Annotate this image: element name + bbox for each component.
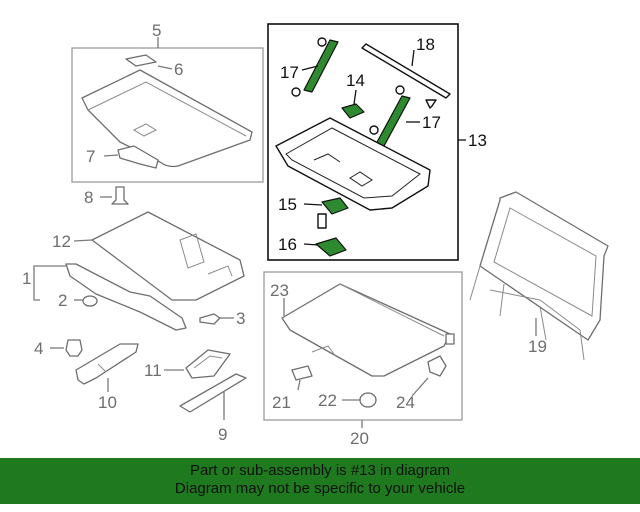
group-5: 5 6 7 [71,21,264,183]
part-1-rail [65,263,187,331]
part-15-bracket [321,197,349,215]
part-11-pocket [185,349,231,379]
part-18-rod [361,43,451,99]
callout-24: 24 [396,393,415,412]
info-banner: Part or sub-assembly is #13 in diagram D… [0,458,640,504]
part-2-grommet [82,295,98,307]
part-17-strip-right [375,95,411,147]
callout-16: 16 [278,235,297,254]
callout-13: 13 [468,131,487,150]
part-20-cover [281,283,451,377]
part-17-strip-left [303,39,339,93]
banner-line-1: Part or sub-assembly is #13 in diagram [189,462,451,479]
part-7-bracket [117,145,159,169]
cargo-floor-board [81,69,253,168]
part-12-trim-panel [91,211,245,301]
callout-7: 7 [86,147,95,166]
part-13-bolt [317,213,327,229]
group-13-frame [267,23,459,261]
lower-left-parts: 8 12 1 2 3 4 10 11 [22,186,247,444]
callout-6: 6 [174,60,183,79]
group-20-frame [263,271,463,421]
part-4-clip [65,339,83,357]
callout-21: 21 [272,393,291,412]
part-19-net-frame [479,191,609,341]
callout-15: 15 [278,195,297,214]
part-22-knob [359,392,377,408]
part-9-rail [179,373,247,413]
callout-17-right: 17 [422,113,441,132]
callout-8: 8 [84,188,93,207]
callout-11: 11 [144,361,162,380]
callout-10: 10 [98,393,117,412]
group-13: 13 17 18 14 17 15 [267,23,487,261]
part-19: 19 [469,191,609,361]
part-14-clip [341,103,365,119]
callout-17-left: 17 [280,63,299,82]
part-10-bracket [75,343,139,385]
callout-14: 14 [346,71,365,90]
callout-18: 18 [416,35,435,54]
part-24-bracket [427,355,447,377]
callout-19: 19 [528,337,547,356]
banner-line-2: Diagram may not be specific to your vehi… [174,480,466,497]
part-16-bracket [315,237,347,257]
part-8-bolt [111,186,129,205]
callout-9: 9 [218,425,227,444]
callout-5: 5 [152,21,161,40]
part-21-clip [291,365,313,381]
callout-20: 20 [350,429,369,448]
callout-23: 23 [270,281,289,300]
part-6-plate [125,54,157,67]
callout-12: 12 [52,232,71,251]
part-3-screw [199,313,221,325]
callout-2: 2 [58,291,67,310]
group-20: 20 23 21 22 24 [263,271,463,448]
group-5-frame [71,47,264,183]
part-17-screw [425,99,437,109]
callout-22: 22 [318,391,337,410]
part-13-shelf [275,117,431,211]
callout-4: 4 [34,339,43,358]
callout-1: 1 [22,269,31,288]
part-20-cap [445,333,455,345]
callout-3: 3 [236,309,245,328]
